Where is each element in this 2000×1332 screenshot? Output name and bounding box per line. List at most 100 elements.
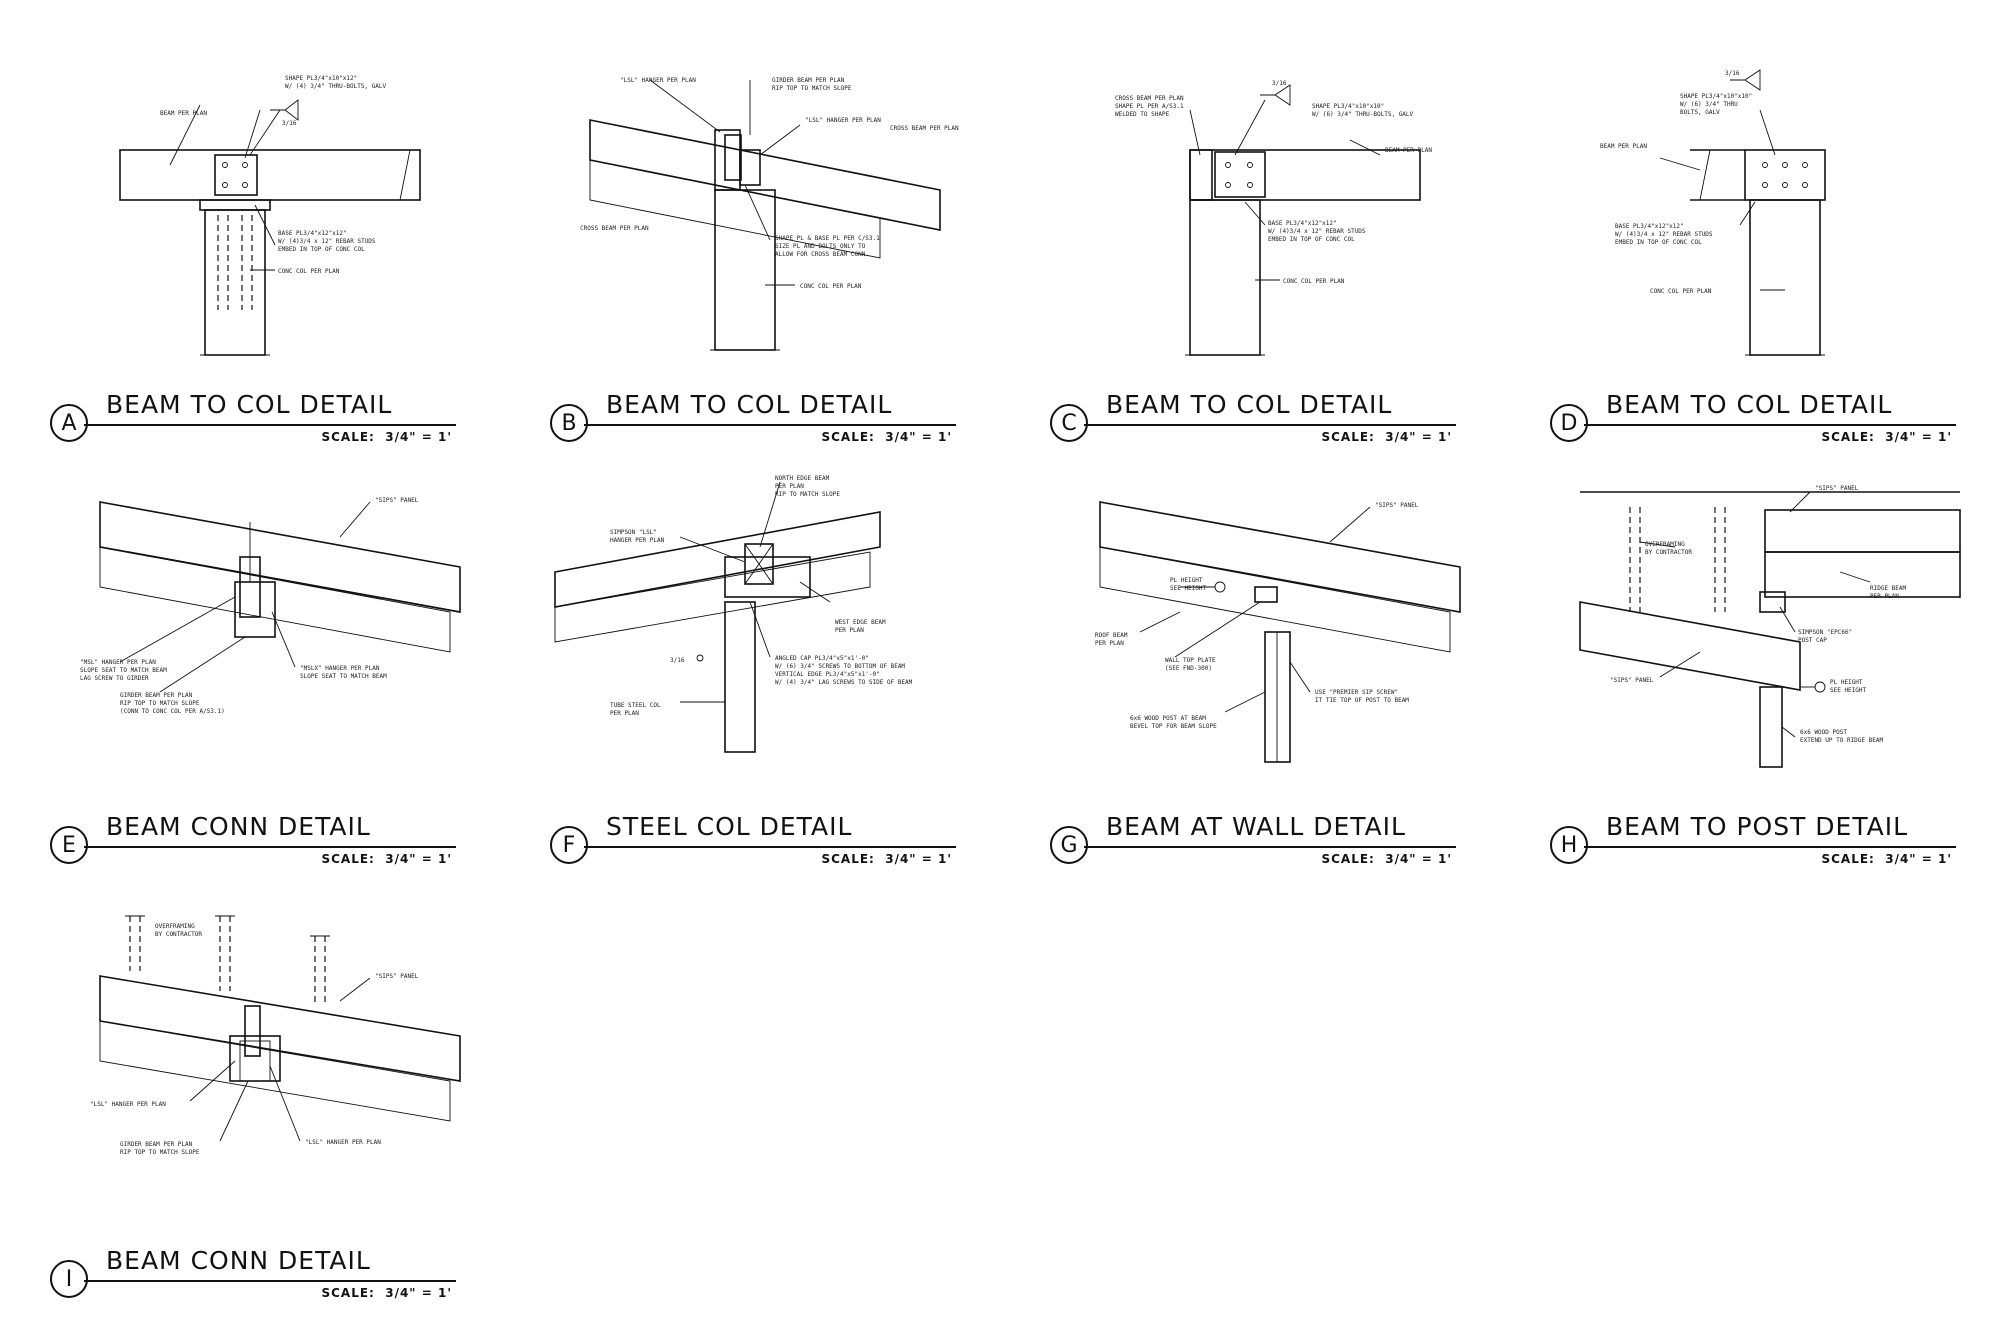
detail-b-note-6: CROSS BEAM PER PLAN (580, 225, 649, 232)
detail-f-note-8: 3/16 (670, 657, 685, 664)
detail-d-note-3: W/ (6) 3/4" THRU (1680, 101, 1738, 108)
detail-h-note-6: SIMPSON "EPC66" (1798, 629, 1852, 636)
detail-f-note-6: WEST EDGE BEAM (835, 619, 886, 626)
detail-c-title-block: C BEAM TO COL DETAIL SCALE: 3/4" = 1' (1050, 390, 1490, 450)
detail-c-scale: SCALE: 3/4" = 1' (1321, 430, 1452, 444)
detail-b-note-4: "LSL" HANGER PER PLAN (805, 117, 881, 124)
detail-g-note-7: (SEE FND-300) (1165, 665, 1212, 672)
detail-c-note-1: CROSS BEAM PER PLAN (1115, 95, 1184, 102)
detail-f-title-block: F STEEL COL DETAIL SCALE: 3/4" = 1' (550, 812, 990, 872)
detail-e-note-9: SLOPE SEAT TO MATCH BEAM (300, 673, 387, 680)
detail-b-title-block: B BEAM TO COL DETAIL SCALE: 3/4" = 1' (550, 390, 990, 450)
detail-e-title: BEAM CONN DETAIL (106, 812, 371, 841)
detail-g-tag: G (1050, 826, 1088, 864)
detail-a-title-block: A BEAM TO COL DETAIL SCALE: 3/4" = 1' (50, 390, 490, 450)
detail-c-tag: C (1050, 404, 1088, 442)
detail-e-note-2: "MSL" HANGER PER PLAN (80, 659, 156, 666)
detail-b-note-3: RIP TOP TO MATCH SLOPE (772, 85, 852, 92)
detail-a-note-6: W/ (4)3/4 x 12" REBAR STUDS (278, 238, 376, 245)
detail-h-title: BEAM TO POST DETAIL (1606, 812, 1909, 841)
detail-g: "SIPS" PANEL PL HEIGHT SEE HEIGHT ROOF B… (1050, 462, 1490, 866)
detail-i-note-1: OVERFRAMING (155, 923, 195, 930)
detail-b-scale: SCALE: 3/4" = 1' (821, 430, 952, 444)
detail-g-note-6: WALL TOP PLATE (1165, 657, 1216, 664)
detail-a-underline (84, 424, 456, 426)
detail-i-note-5: GIRDER BEAM PER PLAN (120, 1141, 193, 1148)
detail-d-note-9: CONC COL PER PLAN (1650, 288, 1712, 295)
detail-h-underline (1584, 846, 1956, 848)
detail-c-drawing: CROSS BEAM PER PLAN SHAPE PL PER A/S3.1 … (1115, 80, 1432, 356)
detail-h-note-4: RIDGE BEAM (1870, 585, 1907, 592)
detail-c-underline (1084, 424, 1456, 426)
detail-f-note-11: VERTICAL EDGE PL3/4"x5"x1'-0" (775, 671, 880, 678)
detail-e-note-1: "SIPS" PANEL (375, 497, 419, 504)
detail-h-note-1: "SIPS" PANEL (1815, 485, 1859, 492)
detail-f-note-2: PER PLAN (775, 483, 804, 490)
detail-c-note-8: BASE PL3/4"x12"x12" (1268, 220, 1337, 227)
detail-b: "LSL" HANGER PER PLAN GIRDER BEAM PER PL… (550, 40, 990, 444)
detail-d-note-2: SHAPE PL3/4"x10"x10" (1680, 93, 1752, 100)
detail-h-title-block: H BEAM TO POST DETAIL SCALE: 3/4" = 1' (1550, 812, 1990, 872)
detail-e-title-block: E BEAM CONN DETAIL SCALE: 3/4" = 1' (50, 812, 490, 872)
detail-g-note-8: 6x6 WOOD POST AT BEAM (1130, 715, 1206, 722)
detail-g-underline (1084, 846, 1456, 848)
detail-h: "SIPS" PANEL OVERFRAMING BY CONTRACTOR R… (1550, 462, 1990, 866)
detail-g-scale: SCALE: 3/4" = 1' (1321, 852, 1452, 866)
detail-c-title: BEAM TO COL DETAIL (1106, 390, 1393, 419)
detail-d: 3/16 SHAPE PL3/4"x10"x10" W/ (6) 3/4" TH… (1550, 40, 1990, 444)
detail-h-tag: H (1550, 826, 1588, 864)
detail-h-note-5: PER PLAN (1870, 593, 1899, 600)
detail-f-note-9: ANGLED CAP PL3/4"x5"x1'-0" (775, 655, 869, 662)
detail-b-tag: B (550, 404, 588, 442)
detail-g-note-1: "SIPS" PANEL (1375, 502, 1419, 509)
detail-i-tag: I (50, 1260, 88, 1298)
detail-c-note-11: CONC COL PER PLAN (1283, 278, 1345, 285)
detail-g-title: BEAM AT WALL DETAIL (1106, 812, 1406, 841)
detail-b-note-7: SHAPE PL & BASE PL PER C/S3.1 (775, 235, 880, 242)
detail-f-tag: F (550, 826, 588, 864)
detail-a-tag: A (50, 404, 88, 442)
detail-d-note-1: 3/16 (1725, 70, 1740, 77)
detail-f-note-4: SIMPSON "LSL" (610, 529, 657, 536)
detail-f-note-3: RIP TO MATCH SLOPE (775, 491, 840, 498)
detail-i-note-2: BY CONTRACTOR (155, 931, 202, 938)
detail-d-drawing: 3/16 SHAPE PL3/4"x10"x10" W/ (6) 3/4" TH… (1600, 69, 1826, 356)
detail-b-note-5: CROSS BEAM PER PLAN (890, 125, 959, 132)
detail-a-title: BEAM TO COL DETAIL (106, 390, 393, 419)
detail-f-note-13: TUBE STEEL COL (610, 702, 661, 709)
detail-c-note-7: BEAM PER PLAN (1385, 147, 1432, 154)
detail-h-note-11: 6x6 WOOD POST (1800, 729, 1847, 736)
detail-c-note-6: W/ (6) 3/4" THRU-BOLTS, GALV (1312, 111, 1414, 118)
detail-d-scale: SCALE: 3/4" = 1' (1821, 430, 1952, 444)
detail-b-note-8: SIZE PL AND BOLTS ONLY TO (775, 243, 866, 250)
detail-f-note-7: PER PLAN (835, 627, 864, 634)
detail-a-note-2: SHAPE PL3/4"x10"x12" (285, 75, 357, 82)
detail-d-title-block: D BEAM TO COL DETAIL SCALE: 3/4" = 1' (1550, 390, 1990, 450)
detail-g-title-block: G BEAM AT WALL DETAIL SCALE: 3/4" = 1' (1050, 812, 1490, 872)
detail-b-underline (584, 424, 956, 426)
detail-h-note-3: BY CONTRACTOR (1645, 549, 1692, 556)
detail-a-note-4: 3/16 (282, 120, 297, 127)
detail-e-note-8: "MSLX" HANGER PER PLAN (300, 665, 380, 672)
detail-g-note-4: ROOF BEAM (1095, 632, 1128, 639)
detail-f-drawing: NORTH EDGE BEAM PER PLAN RIP TO MATCH SL… (554, 475, 913, 753)
detail-f-note-12: W/ (4) 3/4" LAG SCREWS TO SIDE OF BEAM (775, 679, 913, 686)
detail-f-title: STEEL COL DETAIL (606, 812, 853, 841)
detail-a-note-8: CONC COL PER PLAN (278, 268, 340, 275)
detail-i-note-7: "LSL" HANGER PER PLAN (305, 1139, 381, 1146)
detail-b-note-9: ALLOW FOR CROSS BEAM CONN (775, 251, 866, 258)
detail-i-note-4: "LSL" HANGER PER PLAN (90, 1101, 166, 1108)
detail-a-note-1: BEAM PER PLAN (160, 110, 207, 117)
detail-a: BEAM PER PLAN SHAPE PL3/4"x10"x12" W/ (4… (50, 40, 490, 444)
detail-f-note-10: W/ (6) 3/4" SCREWS TO BOTTOM OF BEAM (775, 663, 905, 670)
detail-c: CROSS BEAM PER PLAN SHAPE PL PER A/S3.1 … (1050, 40, 1490, 444)
detail-d-note-6: BASE PL3/4"x12"x12" (1615, 223, 1684, 230)
detail-f-note-14: PER PLAN (610, 710, 639, 717)
detail-e-underline (84, 846, 456, 848)
detail-c-note-5: SHAPE PL3/4"x10"x10" (1312, 103, 1384, 110)
detail-h-drawing: "SIPS" PANEL OVERFRAMING BY CONTRACTOR R… (1579, 485, 1961, 768)
detail-h-scale: SCALE: 3/4" = 1' (1821, 852, 1952, 866)
detail-d-underline (1584, 424, 1956, 426)
detail-h-note-8: "SIPS" PANEL (1610, 677, 1654, 684)
